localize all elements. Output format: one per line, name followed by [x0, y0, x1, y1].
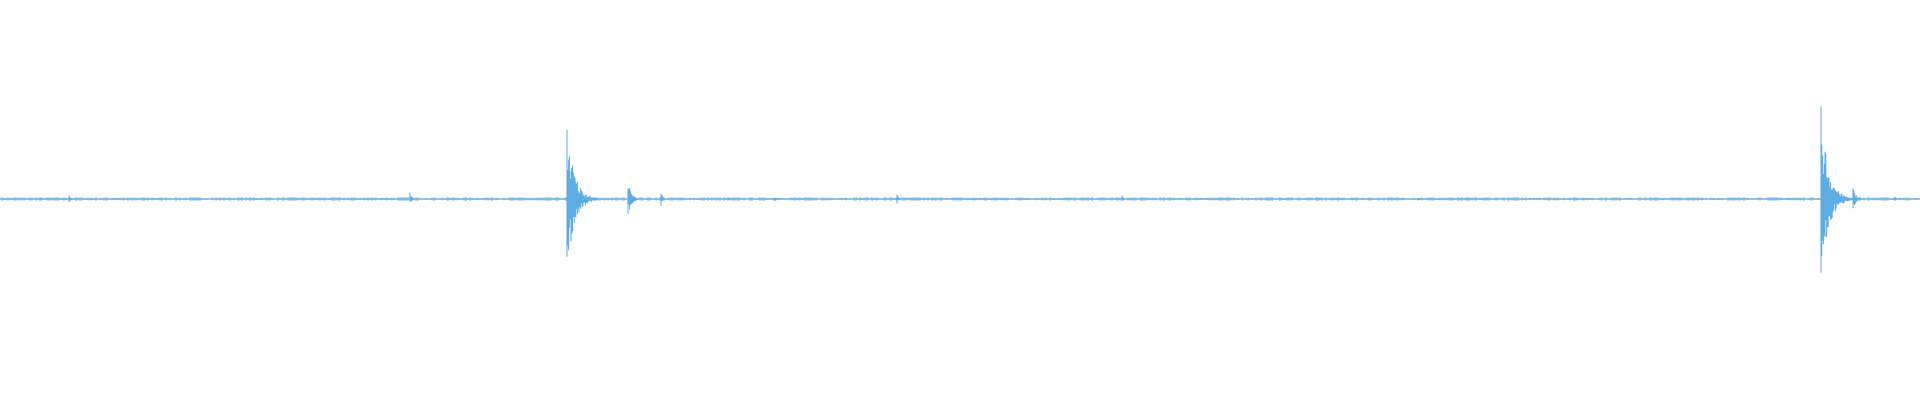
- waveform-transient-6: [727, 197, 730, 201]
- waveform-transient-3: [566, 130, 599, 257]
- waveform-transient-5: [660, 193, 665, 206]
- waveform-transient-7: [774, 197, 778, 201]
- waveform-transient-9: [1121, 195, 1125, 201]
- waveform-transient-8: [896, 194, 900, 204]
- waveform-transient-14: [1894, 196, 1898, 201]
- waveform-transient-1: [68, 195, 72, 203]
- waveform-transient-2: [409, 192, 414, 202]
- waveform-transient-10: [1417, 198, 1420, 201]
- waveform-transient-12: [1820, 106, 1855, 273]
- waveform-transients: [68, 106, 1898, 273]
- waveform-transient-13: [1852, 188, 1862, 209]
- waveform-transient-11: [1701, 197, 1704, 201]
- waveform-noise-floor: [0, 197, 1919, 201]
- waveform-transient-4: [627, 188, 639, 214]
